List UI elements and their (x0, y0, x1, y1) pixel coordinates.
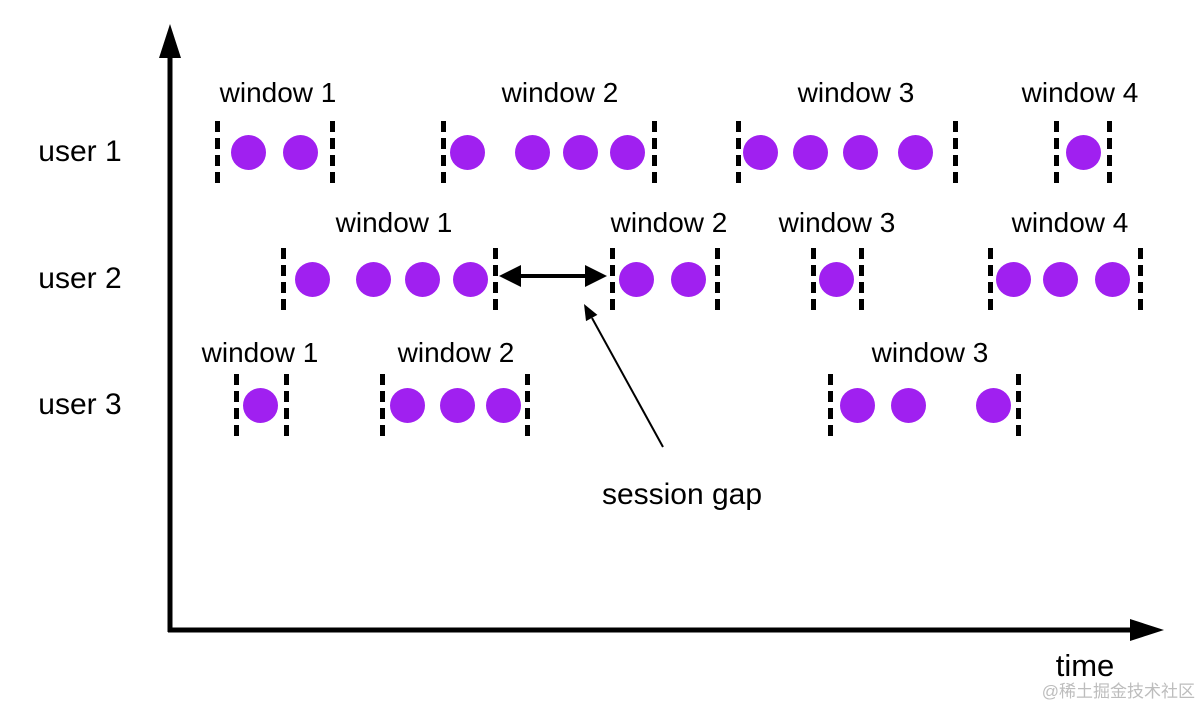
window-boundary-dash (215, 121, 220, 183)
window-label: window 3 (797, 77, 915, 108)
event-dot (563, 135, 598, 170)
event-dot (515, 135, 550, 170)
window-boundary-dash (1016, 374, 1021, 436)
event-dot (976, 388, 1011, 423)
event-dot (405, 262, 440, 297)
event-dot (356, 262, 391, 297)
window-boundary-dash (493, 248, 498, 310)
window-boundary-dash (859, 248, 864, 310)
window-label: window 4 (1011, 207, 1129, 238)
event-dot (243, 388, 278, 423)
window-boundary-dash (284, 374, 289, 436)
window-boundary-dash (811, 248, 816, 310)
annotation-arrow-line (591, 317, 664, 448)
event-dot (996, 262, 1031, 297)
event-dot (898, 135, 933, 170)
window-boundary-dash (330, 121, 335, 183)
window-boundary-dash (234, 374, 239, 436)
window-boundary-dash (953, 121, 958, 183)
window-label: window 2 (397, 337, 515, 368)
window-label: window 3 (778, 207, 896, 238)
event-dot (891, 388, 926, 423)
window-boundary-dash (736, 121, 741, 183)
user-label: user 2 (38, 262, 122, 295)
window-boundary-dash (652, 121, 657, 183)
window-boundary-dash (1138, 248, 1143, 310)
annotation-arrowhead-icon (584, 304, 598, 322)
event-dot (231, 135, 266, 170)
window-label: window 3 (871, 337, 989, 368)
event-dot (743, 135, 778, 170)
event-dot (453, 262, 488, 297)
event-dot (1043, 262, 1078, 297)
event-dot (1066, 135, 1101, 170)
event-dot (486, 388, 521, 423)
time-axis-label: time (1055, 648, 1115, 683)
window-boundary-dash (281, 248, 286, 310)
window-label: window 1 (201, 337, 319, 368)
window-boundary-dash (828, 374, 833, 436)
double-arrow-left-head-icon (499, 265, 521, 287)
window-boundary-dash (715, 248, 720, 310)
window-boundary-dash (1107, 121, 1112, 183)
window-label: window 2 (501, 77, 619, 108)
event-dot (1095, 262, 1130, 297)
window-boundary-dash (1054, 121, 1059, 183)
window-label: window 1 (219, 77, 337, 108)
y-axis-arrowhead-icon (159, 24, 181, 58)
event-dot (390, 388, 425, 423)
window-label: window 4 (1021, 77, 1139, 108)
event-dot (450, 135, 485, 170)
window-boundary-dash (610, 248, 615, 310)
window-boundary-dash (525, 374, 530, 436)
event-dot (295, 262, 330, 297)
window-label: window 2 (610, 207, 728, 238)
event-dot (610, 135, 645, 170)
event-dot (619, 262, 654, 297)
window-boundary-dash (380, 374, 385, 436)
event-dot (793, 135, 828, 170)
event-dot (671, 262, 706, 297)
event-dot (840, 388, 875, 423)
event-dot (819, 262, 854, 297)
user-label: user 1 (38, 135, 122, 168)
watermark: @稀土掘金技术社区 (1041, 682, 1195, 701)
event-dot (440, 388, 475, 423)
double-arrow-right-head-icon (585, 265, 607, 287)
user-label: user 3 (38, 388, 122, 421)
window-boundary-dash (441, 121, 446, 183)
x-axis-arrowhead-icon (1130, 619, 1164, 641)
window-boundary-dash (988, 248, 993, 310)
window-label: window 1 (335, 207, 453, 238)
event-dot (283, 135, 318, 170)
event-dot (843, 135, 878, 170)
session-gap-label: session gap (601, 478, 763, 511)
